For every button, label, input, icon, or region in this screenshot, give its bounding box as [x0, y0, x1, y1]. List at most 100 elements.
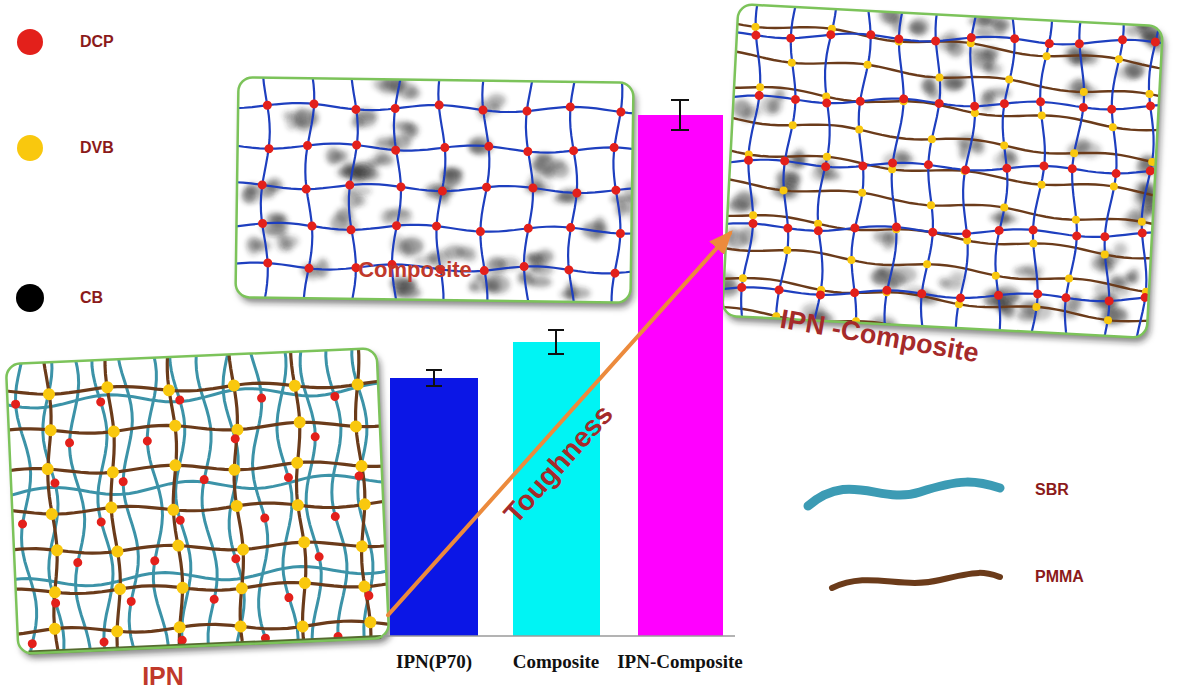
dcp-crosslink — [284, 593, 293, 602]
dvb-crosslink — [1029, 239, 1037, 247]
carbon-black-particle — [908, 22, 924, 34]
dcp-crosslink — [956, 293, 965, 302]
rubber-chain — [724, 82, 1163, 121]
dcp-crosslink — [231, 434, 240, 443]
panel-content — [6, 348, 389, 654]
dvb-crosslink — [751, 23, 759, 31]
dvb-crosslink — [1038, 111, 1046, 119]
dvb-crosslink — [1110, 182, 1118, 190]
dvb-crosslink — [107, 466, 120, 479]
dcp-crosslink — [258, 180, 267, 189]
dvb-crosslink — [49, 586, 62, 599]
dcp-crosslink — [523, 147, 532, 156]
dcp-crosslink — [1111, 169, 1120, 178]
dcp-crosslink — [566, 223, 575, 232]
legend-swatch — [17, 29, 43, 55]
dcp-crosslink — [99, 637, 108, 646]
dvb-crosslink — [788, 121, 796, 129]
dvb-crosslink — [1145, 90, 1153, 98]
carbon-black-particle — [1068, 294, 1082, 312]
dvb-crosslink — [788, 59, 796, 67]
dcp-crosslink — [391, 146, 400, 155]
dcp-crosslink — [569, 146, 578, 155]
dcp-crosslink — [737, 283, 746, 292]
dvb-crosslink — [1109, 123, 1117, 131]
dvb-crosslink — [1005, 75, 1013, 83]
dcp-crosslink — [482, 183, 491, 192]
carbon-black-particle — [328, 151, 342, 164]
dcp-crosslink — [396, 182, 405, 191]
dcp-crosslink — [175, 395, 184, 404]
dcp-crosslink — [751, 31, 760, 40]
dcp-crosslink — [51, 598, 60, 607]
panel-content — [722, 4, 1163, 338]
dvb-crosslink — [823, 153, 831, 161]
dvb-crosslink — [105, 501, 118, 514]
dcp-crosslink — [899, 94, 908, 103]
dcp-crosslink — [143, 436, 152, 445]
dcp-crosslink — [616, 107, 625, 116]
dcp-crosslink — [894, 34, 903, 43]
dcp-crosslink — [1146, 166, 1155, 175]
dcp-crosslink — [1107, 105, 1116, 114]
dcp-crosslink — [432, 222, 441, 231]
panel-artwork — [722, 4, 1163, 338]
dcp-crosslink — [480, 266, 489, 275]
dcp-crosslink — [307, 222, 316, 231]
sbr-chain — [39, 352, 64, 654]
dvb-crosslink — [1138, 217, 1146, 225]
dcp-crosslink — [18, 519, 27, 528]
dvb-crosslink — [1072, 216, 1080, 224]
legend-label: PMMA — [1035, 568, 1084, 586]
dcp-crosslink — [888, 158, 897, 167]
carbon-black-particle — [485, 258, 506, 277]
dcp-crosslink — [850, 223, 859, 232]
carbon-black-particle — [1084, 50, 1099, 65]
panel-content — [235, 77, 633, 302]
carbon-black-particle — [455, 246, 475, 257]
pmma-chain — [722, 246, 1155, 293]
carbon-black-particle — [486, 275, 510, 295]
carbon-black-particle — [528, 254, 539, 272]
dcp-crosslink — [97, 517, 106, 526]
dcp-crosslink — [814, 226, 823, 235]
dcp-crosslink — [967, 33, 976, 42]
dcp-crosslink — [1045, 39, 1054, 48]
dcp-crosslink — [127, 597, 136, 606]
dvb-crosslink — [749, 211, 757, 219]
panel-border — [722, 4, 1163, 338]
bar: IPN-Composite — [638, 115, 723, 688]
dcp-crosslink — [892, 222, 901, 231]
dcp-crosslink — [210, 595, 219, 604]
dvb-crosslink — [172, 539, 185, 552]
dcp-crosslink — [1010, 34, 1019, 43]
dvb-crosslink — [51, 544, 64, 557]
dvb-crosslink — [355, 460, 368, 473]
carbon-black-particle — [1113, 242, 1128, 256]
carbon-black-particle — [980, 92, 994, 111]
dvb-crosslink — [855, 125, 863, 133]
rubber-chain — [884, 4, 909, 330]
rubber-chain — [920, 4, 945, 332]
rubber-chain — [235, 222, 633, 234]
dvb-crosslink — [351, 378, 364, 391]
pmma-chain — [6, 453, 385, 483]
pmma-chain — [6, 493, 387, 522]
dvb-crosslink — [1101, 250, 1109, 258]
dvb-crosslink — [923, 260, 931, 268]
dvb-crosslink — [46, 508, 59, 521]
dvb-crosslink — [928, 135, 936, 143]
dcp-crosslink — [924, 160, 933, 169]
dcp-crosslink — [935, 99, 944, 108]
dcp-crosslink — [816, 290, 825, 299]
dcp-crosslink — [438, 187, 447, 196]
dcp-crosslink — [1137, 228, 1146, 237]
dcp-crosslink — [311, 432, 320, 441]
dvb-crosslink — [292, 499, 305, 512]
rubber-chain — [1099, 14, 1124, 338]
dcp-crosslink — [478, 106, 487, 115]
dcp-crosslink — [994, 226, 1003, 235]
dvb-crosslink — [1032, 303, 1040, 311]
dcp-crosslink — [1072, 231, 1081, 240]
